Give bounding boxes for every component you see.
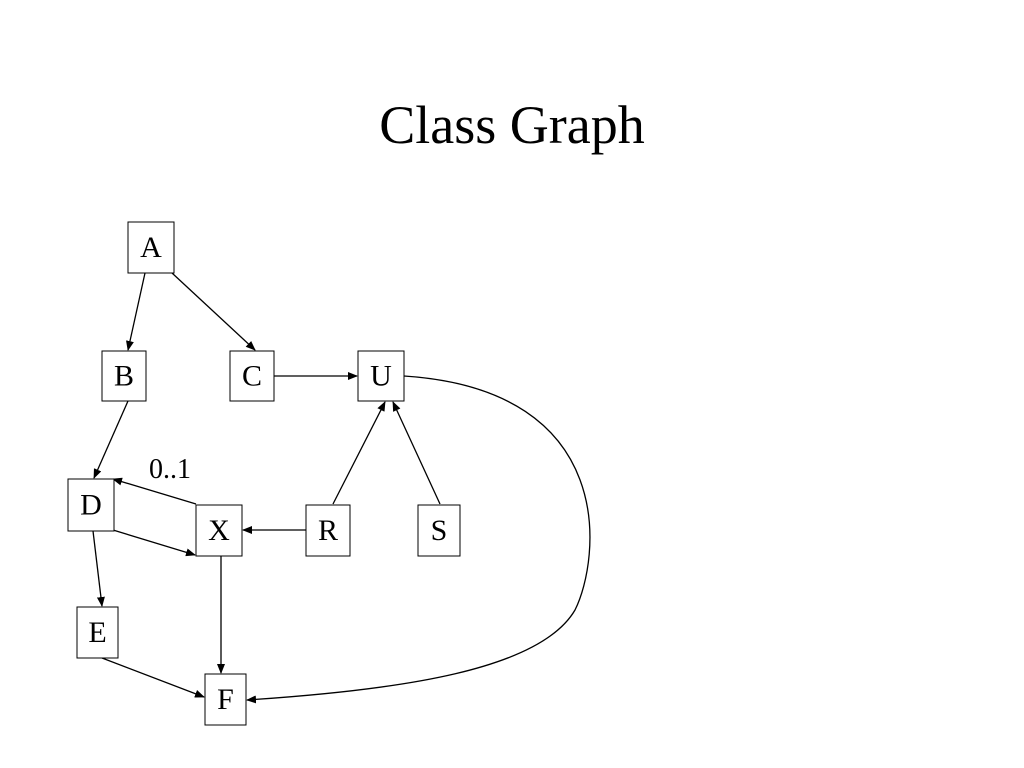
edge-e-to-f	[101, 657, 205, 698]
class-node-box	[417, 504, 461, 557]
class-node-box	[127, 221, 175, 274]
class-node-box	[195, 504, 243, 557]
class-node-label: B	[114, 360, 134, 393]
class-node-label: C	[242, 360, 262, 393]
edge-a-to-c	[171, 272, 256, 351]
class-node-s: S	[417, 504, 461, 557]
edge-a-to-b	[126, 272, 146, 351]
class-node-label: U	[370, 360, 392, 393]
class-node-e: E	[76, 606, 119, 659]
class-node-u: U	[357, 350, 405, 402]
class-node-label: A	[140, 231, 162, 264]
class-node-box	[204, 673, 247, 726]
class-node-box	[67, 478, 115, 532]
class-node-label: R	[318, 514, 338, 547]
edge-d-to-x	[112, 529, 196, 557]
diagram-title: Class Graph	[379, 95, 645, 155]
edge-s-to-u	[392, 401, 441, 505]
edge-u-to-f	[246, 375, 591, 704]
class-node-box	[357, 350, 405, 402]
class-node-a: A	[127, 221, 175, 274]
class-node-label: F	[217, 683, 234, 716]
edge-b-to-d	[93, 400, 129, 479]
edge-x-to-d	[112, 477, 197, 505]
class-node-c: C	[229, 350, 275, 402]
class-node-box	[305, 504, 351, 557]
class-node-x: X	[195, 504, 243, 557]
edge-d-to-e	[92, 530, 105, 607]
class-node-d: D	[67, 478, 115, 532]
class-node-label: X	[208, 514, 230, 547]
class-node-label: E	[88, 616, 106, 649]
class-node-box	[229, 350, 275, 402]
class-node-label: S	[431, 514, 448, 547]
class-node-r: R	[305, 504, 351, 557]
class-node-label: D	[80, 489, 102, 522]
class-node-box	[76, 606, 119, 659]
edge-multiplicity-label: 0..1	[149, 454, 191, 485]
edge-r-to-u	[332, 401, 386, 505]
class-node-box	[101, 350, 147, 402]
class-node-b: B	[101, 350, 147, 402]
class-node-f: F	[204, 673, 247, 726]
